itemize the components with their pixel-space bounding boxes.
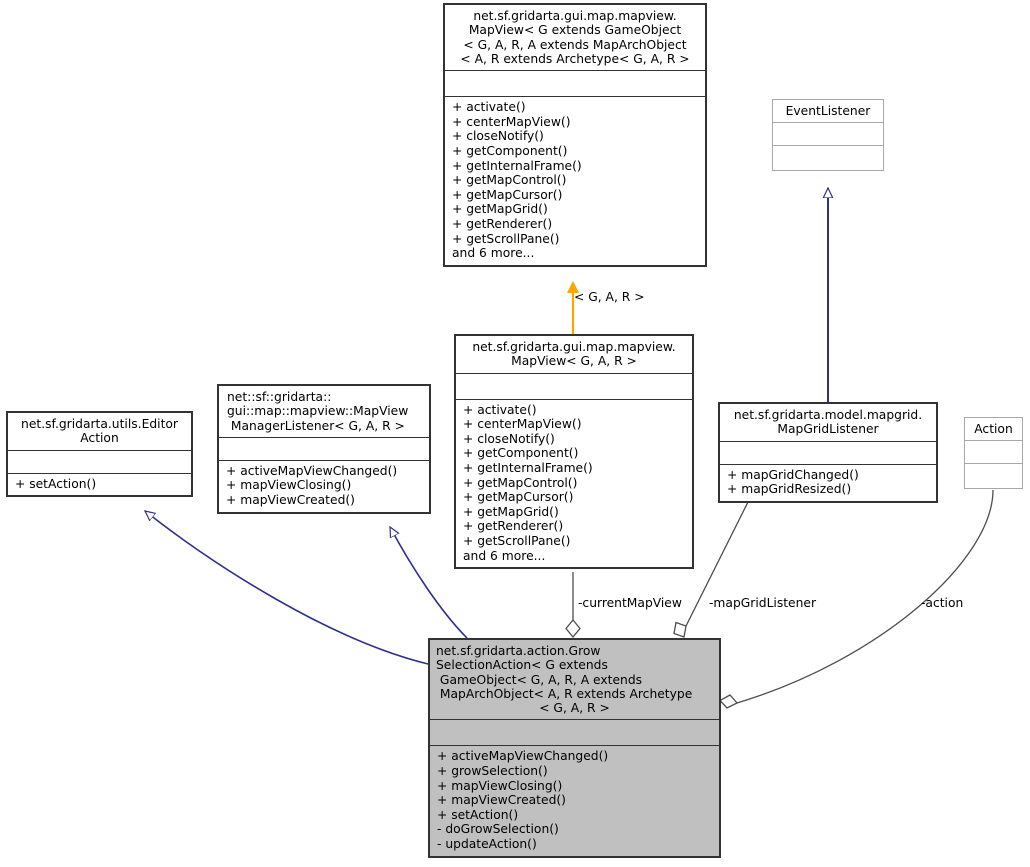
- class-attributes-action: [965, 440, 1022, 463]
- class-box-editoraction[interactable]: net.sf.gridarta.utils.Editor Action + se…: [6, 411, 193, 498]
- class-operations-mapview-generic: + activate() + centerMapView() + closeNo…: [445, 96, 705, 265]
- class-attributes-eventlistener: [773, 122, 883, 145]
- class-box-mapviewmanagerlistener[interactable]: net::sf::gridarta:: gui::map::mapview::M…: [217, 384, 431, 514]
- class-operations-mapviewmanagerlistener: + activeMapViewChanged() + mapViewClosin…: [219, 459, 429, 512]
- class-title-mapview-generic: net.sf.gridarta.gui.map.mapview. MapView…: [460, 9, 690, 66]
- edge-label-action: -action: [921, 596, 964, 610]
- edge-aggregation-action: [718, 489, 994, 709]
- class-attributes-mapgridlistener: [720, 440, 936, 464]
- class-operations-editoraction: + setAction(): [8, 472, 191, 496]
- edge-growselection-extends-editoraction: [145, 511, 429, 665]
- class-operations-action: [965, 463, 1022, 488]
- class-title-growselectionaction: net.sf.gridarta.action.Grow SelectionAct…: [436, 644, 693, 716]
- class-title-mapgridlistener: net.sf.gridarta.model.mapgrid. MapGridLi…: [733, 408, 923, 437]
- class-attributes-mapview-gar: [456, 372, 692, 399]
- class-box-mapgridlistener[interactable]: net.sf.gridarta.model.mapgrid. MapGridLi…: [718, 402, 938, 503]
- class-title-mapview-gar: net.sf.gridarta.gui.map.mapview. MapView…: [472, 340, 676, 369]
- class-title-eventlistener: EventListener: [785, 104, 871, 118]
- class-attributes-growselectionaction: [430, 719, 719, 745]
- edge-label-mapgridlistener: -mapGridListener: [709, 596, 817, 610]
- class-box-mapview-gar[interactable]: net.sf.gridarta.gui.map.mapview. MapView…: [454, 334, 694, 570]
- class-box-mapview-generic[interactable]: net.sf.gridarta.gui.map.mapview. MapView…: [443, 3, 707, 267]
- class-box-action[interactable]: Action: [964, 417, 1023, 490]
- class-title-editoraction: net.sf.gridarta.utils.Editor Action: [21, 417, 178, 446]
- class-operations-growselectionaction: + activeMapViewChanged() + growSelection…: [430, 745, 719, 855]
- class-attributes-mapviewmanagerlistener: [219, 436, 429, 460]
- edge-aggregation-currentmapview: [565, 572, 581, 639]
- class-title-mapviewmanagerlistener: net::sf::gridarta:: gui::map::mapview::M…: [227, 390, 409, 433]
- class-operations-mapgridlistener: + mapGridChanged() + mapGridResized(): [720, 463, 936, 501]
- edge-growselection-implements-mapviewmanagerlistener: [389, 527, 468, 639]
- class-attributes-editoraction: [8, 449, 191, 473]
- class-attributes-mapview-generic: [445, 70, 705, 96]
- edge-label-template-binding: < G, A, R >: [574, 290, 645, 304]
- class-title-action: Action: [974, 422, 1013, 436]
- class-operations-mapview-gar: + activate() + centerMapView() + closeNo…: [456, 398, 692, 568]
- edge-label-currentmapview: -currentMapView: [578, 596, 682, 610]
- class-box-eventlistener[interactable]: EventListener: [772, 99, 884, 172]
- class-operations-eventlistener: [773, 145, 883, 170]
- class-box-growselectionaction[interactable]: net.sf.gridarta.action.Grow SelectionAct…: [428, 638, 721, 858]
